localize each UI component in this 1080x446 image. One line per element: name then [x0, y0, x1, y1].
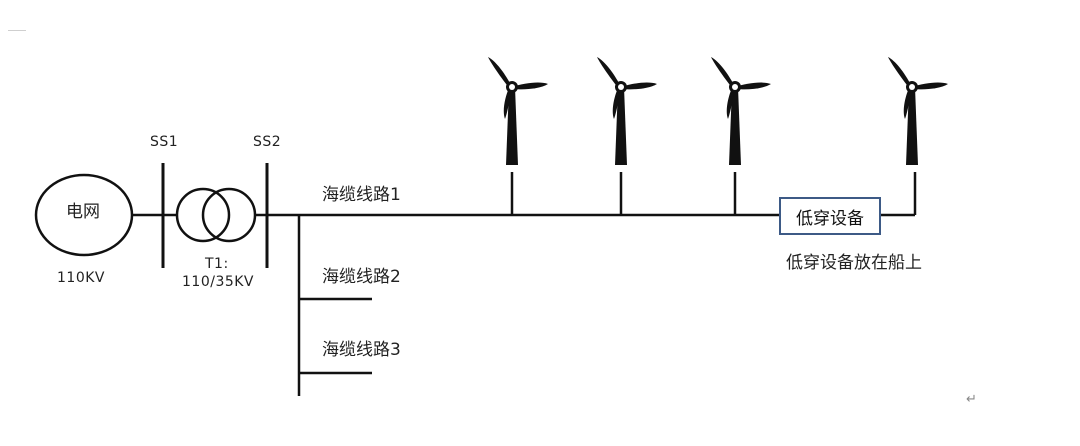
transformer-ratio-label: 110/35KV [182, 274, 255, 290]
ss1-label: SS1 [150, 134, 179, 150]
lvrt-device-box: 低穿设备 [779, 197, 881, 235]
wind-turbine-icon [488, 57, 548, 165]
wind-turbine-icon [711, 57, 771, 165]
grid-voltage-label: 110KV [57, 270, 105, 286]
grid-label: 电网 [66, 202, 100, 222]
corner-mark [8, 30, 26, 31]
ss2-label: SS2 [253, 134, 282, 150]
transformer-name-label: T1: [205, 256, 229, 272]
wind-turbine-icon [888, 57, 948, 165]
cable-3-label: 海缆线路3 [322, 340, 401, 360]
return-mark-icon: ↵ [966, 392, 977, 407]
transformer-winding-primary [175, 187, 231, 243]
lvrt-device-note: 低穿设备放在船上 [786, 253, 922, 273]
cable-1-label: 海缆线路1 [322, 185, 401, 205]
cable-2-label: 海缆线路2 [322, 267, 401, 287]
wind-turbine-icon [597, 57, 657, 165]
lvrt-device-label: 低穿设备 [796, 208, 864, 229]
